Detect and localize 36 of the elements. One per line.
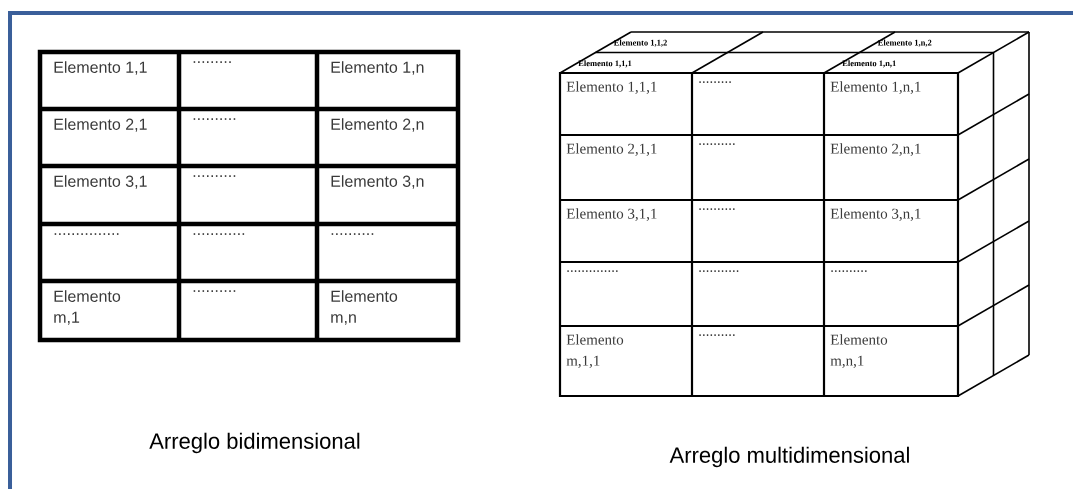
cell-text: .......... [193, 290, 236, 292]
face-label: Elemento 1,n,1 [842, 60, 896, 68]
cell-text: Elemento 3,1,1 [566, 208, 657, 221]
cell-text: Elemento m,n [331, 290, 398, 325]
cell-text: Elemento m,n,1 [830, 334, 888, 368]
cell-text: .......... [831, 270, 867, 272]
cell-text: Elemento 3,1 [54, 175, 147, 189]
cell-text: Elemento m,1,1 [566, 334, 624, 368]
cell-text: Elemento 1,n,1 [830, 81, 921, 94]
cell-text: Elemento 1,1 [54, 61, 147, 75]
cell-text: .......... [699, 143, 735, 145]
cell-text: .......... [193, 118, 236, 120]
face-label: Elemento 1,n,2 [877, 39, 932, 47]
cell-text: Elemento m,1 [54, 290, 121, 325]
cell-text: ........... [699, 270, 739, 272]
cell-text: Elemento 1,n [331, 61, 424, 75]
cell-text: Elemento 2,n,1 [830, 143, 921, 156]
caption: Arreglo multidimensional [669, 446, 909, 468]
cell-text: ............ [193, 233, 245, 235]
cell-text: ......... [193, 61, 231, 63]
cell-text: Elemento 3,n [331, 175, 424, 189]
cell-text: ............... [54, 233, 119, 235]
cell-text: ......... [699, 81, 731, 83]
cell-text: Elemento 2,1,1 [566, 143, 657, 156]
cell-text: .......... [193, 175, 236, 177]
cell-text: Elemento 2,1 [54, 118, 147, 132]
face-label: Elemento 1,1,1 [578, 60, 632, 68]
cell-text: .............. [567, 270, 618, 272]
cell-text: Elemento 2,n [331, 118, 424, 132]
face-label: Elemento 1,1,2 [613, 39, 667, 47]
caption: Arreglo bidimensional [149, 432, 360, 454]
cell-text: Elemento 1,1,1 [566, 81, 657, 94]
cell-text: .......... [699, 334, 735, 336]
cell-text: Elemento 3,n,1 [830, 208, 921, 221]
cell-text: .......... [699, 208, 735, 210]
cell-text: .......... [331, 233, 374, 235]
